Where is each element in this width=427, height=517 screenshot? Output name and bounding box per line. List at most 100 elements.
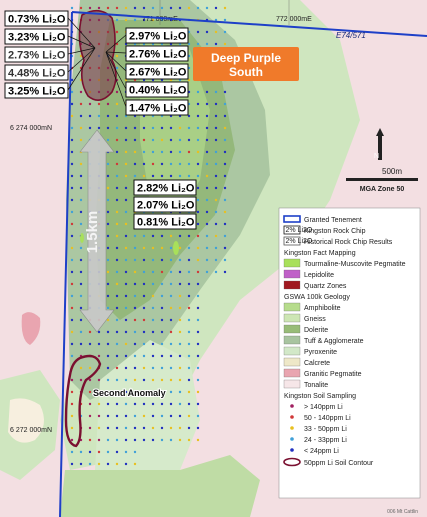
rock-chip-box bbox=[4, 46, 69, 63]
soil-sample bbox=[124, 414, 128, 418]
soil-sample bbox=[169, 426, 173, 430]
soil-sample bbox=[124, 330, 128, 334]
soil-sample bbox=[124, 150, 128, 154]
leader-line bbox=[105, 51, 127, 72]
rock-chip-box bbox=[125, 99, 189, 116]
soil-sample bbox=[214, 222, 218, 226]
soil-sample bbox=[106, 390, 110, 394]
soil-sample bbox=[115, 282, 119, 286]
soil-sample bbox=[142, 282, 146, 286]
soil-sample bbox=[223, 114, 227, 118]
soil-sample bbox=[124, 198, 128, 202]
soil-sample bbox=[133, 450, 137, 454]
soil-sample bbox=[151, 246, 155, 250]
soil-sample bbox=[205, 174, 209, 178]
soil-sample bbox=[115, 126, 119, 130]
leader-line bbox=[105, 51, 127, 90]
soil-sample bbox=[79, 246, 83, 250]
soil-sample bbox=[196, 318, 200, 322]
soil-sample bbox=[124, 6, 128, 10]
soil-sample bbox=[124, 318, 128, 322]
soil-sample bbox=[97, 378, 101, 382]
soil-sample bbox=[196, 402, 200, 406]
soil-sample bbox=[196, 378, 200, 382]
legend-item: Pyroxenite bbox=[304, 349, 337, 356]
soil-sample bbox=[187, 282, 191, 286]
soil-sample bbox=[160, 342, 164, 346]
soil-sample bbox=[169, 438, 173, 442]
soil-sample bbox=[187, 366, 191, 370]
soil-sample bbox=[88, 450, 92, 454]
soil-sample bbox=[133, 150, 137, 154]
soil-sample bbox=[160, 294, 164, 298]
soil-sample bbox=[214, 258, 218, 262]
soil-sample bbox=[70, 126, 74, 130]
soil-sample bbox=[151, 306, 155, 310]
soil-sample bbox=[106, 198, 110, 202]
pyroxenite-unit bbox=[95, 340, 200, 490]
soil-sample bbox=[142, 366, 146, 370]
scale-bar bbox=[346, 178, 418, 181]
soil-sample bbox=[70, 198, 74, 202]
soil-sample bbox=[187, 6, 191, 10]
soil-sample bbox=[187, 414, 191, 418]
soil-sample bbox=[115, 90, 119, 94]
soil-sample bbox=[97, 6, 101, 10]
legend-swatch bbox=[283, 302, 301, 312]
soil-sample bbox=[205, 150, 209, 154]
soil-sample bbox=[151, 174, 155, 178]
soil-sample bbox=[88, 390, 92, 394]
soil-sample bbox=[70, 90, 74, 94]
soil-sample bbox=[70, 318, 74, 322]
soil-sample bbox=[142, 138, 146, 142]
soil-sample bbox=[151, 282, 155, 286]
soil-sample bbox=[169, 126, 173, 130]
soil-sample bbox=[124, 366, 128, 370]
soil-sample bbox=[97, 390, 101, 394]
legend-geology-heading: GSWA 100k Geology bbox=[284, 294, 350, 301]
rock-chip-swatch-text: 2% Li2O bbox=[286, 227, 313, 234]
soil-sample bbox=[214, 234, 218, 238]
soil-sample bbox=[97, 114, 101, 118]
soil-sample bbox=[223, 174, 227, 178]
soil-sample bbox=[151, 438, 155, 442]
soil-sample bbox=[205, 258, 209, 262]
legend-item: Quartz Zones bbox=[304, 283, 347, 290]
prospect-label-line1: Deep Purple bbox=[211, 51, 281, 65]
soil-sample bbox=[106, 210, 110, 214]
soil-sample bbox=[115, 378, 119, 382]
pegmatite-outcrop bbox=[173, 241, 179, 255]
legend-item: > 140ppm Li bbox=[304, 404, 343, 411]
legend-historical: Historical Rock Chip Results bbox=[304, 239, 393, 246]
soil-sample bbox=[115, 174, 119, 178]
soil-sample bbox=[70, 426, 74, 430]
soil-sample bbox=[196, 138, 200, 142]
soil-sample bbox=[160, 234, 164, 238]
soil-sample bbox=[178, 438, 182, 442]
soil-sample bbox=[178, 174, 182, 178]
soil-sample bbox=[115, 162, 119, 166]
soil-sample bbox=[106, 462, 110, 466]
leader-line bbox=[105, 51, 127, 54]
soil-sample bbox=[160, 306, 164, 310]
soil-sample bbox=[88, 438, 92, 442]
soil-sample bbox=[133, 306, 137, 310]
soil-sample bbox=[115, 210, 119, 214]
rock-chip-swatch bbox=[283, 225, 301, 235]
soil-sample bbox=[106, 354, 110, 358]
soil-sample bbox=[88, 330, 92, 334]
soil-sample bbox=[124, 246, 128, 250]
soil-sample bbox=[187, 426, 191, 430]
north-label: N bbox=[374, 153, 379, 160]
soil-sample bbox=[88, 402, 92, 406]
legend-soil-dot bbox=[290, 448, 294, 452]
soil-sample bbox=[205, 162, 209, 166]
soil-sample bbox=[133, 414, 137, 418]
soil-sample bbox=[70, 78, 74, 82]
soil-sample bbox=[79, 462, 83, 466]
soil-sample bbox=[169, 318, 173, 322]
legend-swatch bbox=[283, 258, 301, 268]
soil-sample bbox=[133, 138, 137, 142]
